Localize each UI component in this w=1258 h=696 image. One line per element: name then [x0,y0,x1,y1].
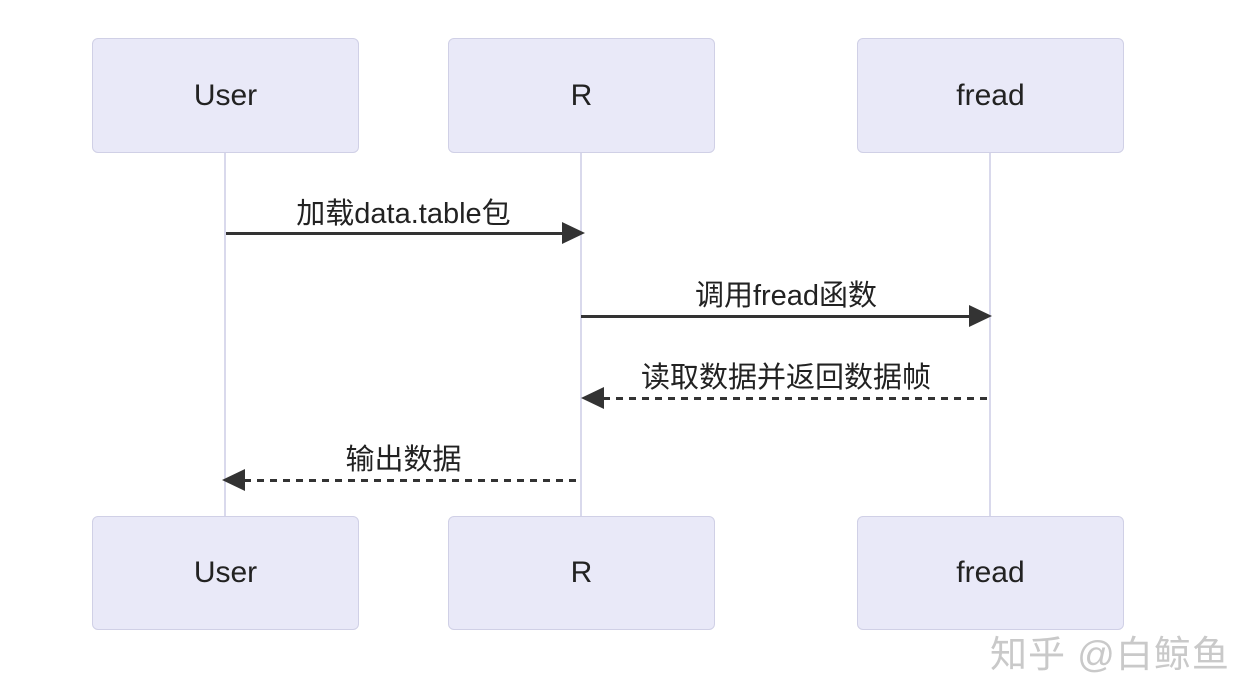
message-label-output-data: 输出数据 [345,444,462,476]
message-label-read-return-dataframe: 读取数据并返回数据帧 [640,362,931,394]
lifeline-user [224,153,226,516]
actor-bottom-r: R [448,516,715,630]
message-line-output-data [244,479,581,482]
actor-bottom-fread: fread [857,516,1124,630]
lifeline-fread [989,153,991,516]
arrowhead-left-icon [222,469,245,491]
message-line-call-fread [581,315,971,318]
lifeline-r [580,153,582,516]
message-line-load-datatable [226,232,564,235]
actor-top-fread: fread [857,38,1124,153]
actor-top-user: User [92,38,359,153]
actor-bottom-user: User [92,516,359,630]
message-label-load-datatable: 加载data.table包 [296,198,511,230]
arrowhead-right-icon [562,222,585,244]
zhihu-watermark: 知乎 @白鲸鱼 [990,634,1230,675]
message-label-call-fread: 调用fread函数 [694,280,878,312]
message-line-read-return-dataframe [603,397,990,400]
arrowhead-right-icon [969,305,992,327]
arrowhead-left-icon [581,387,604,409]
actor-top-r: R [448,38,715,153]
